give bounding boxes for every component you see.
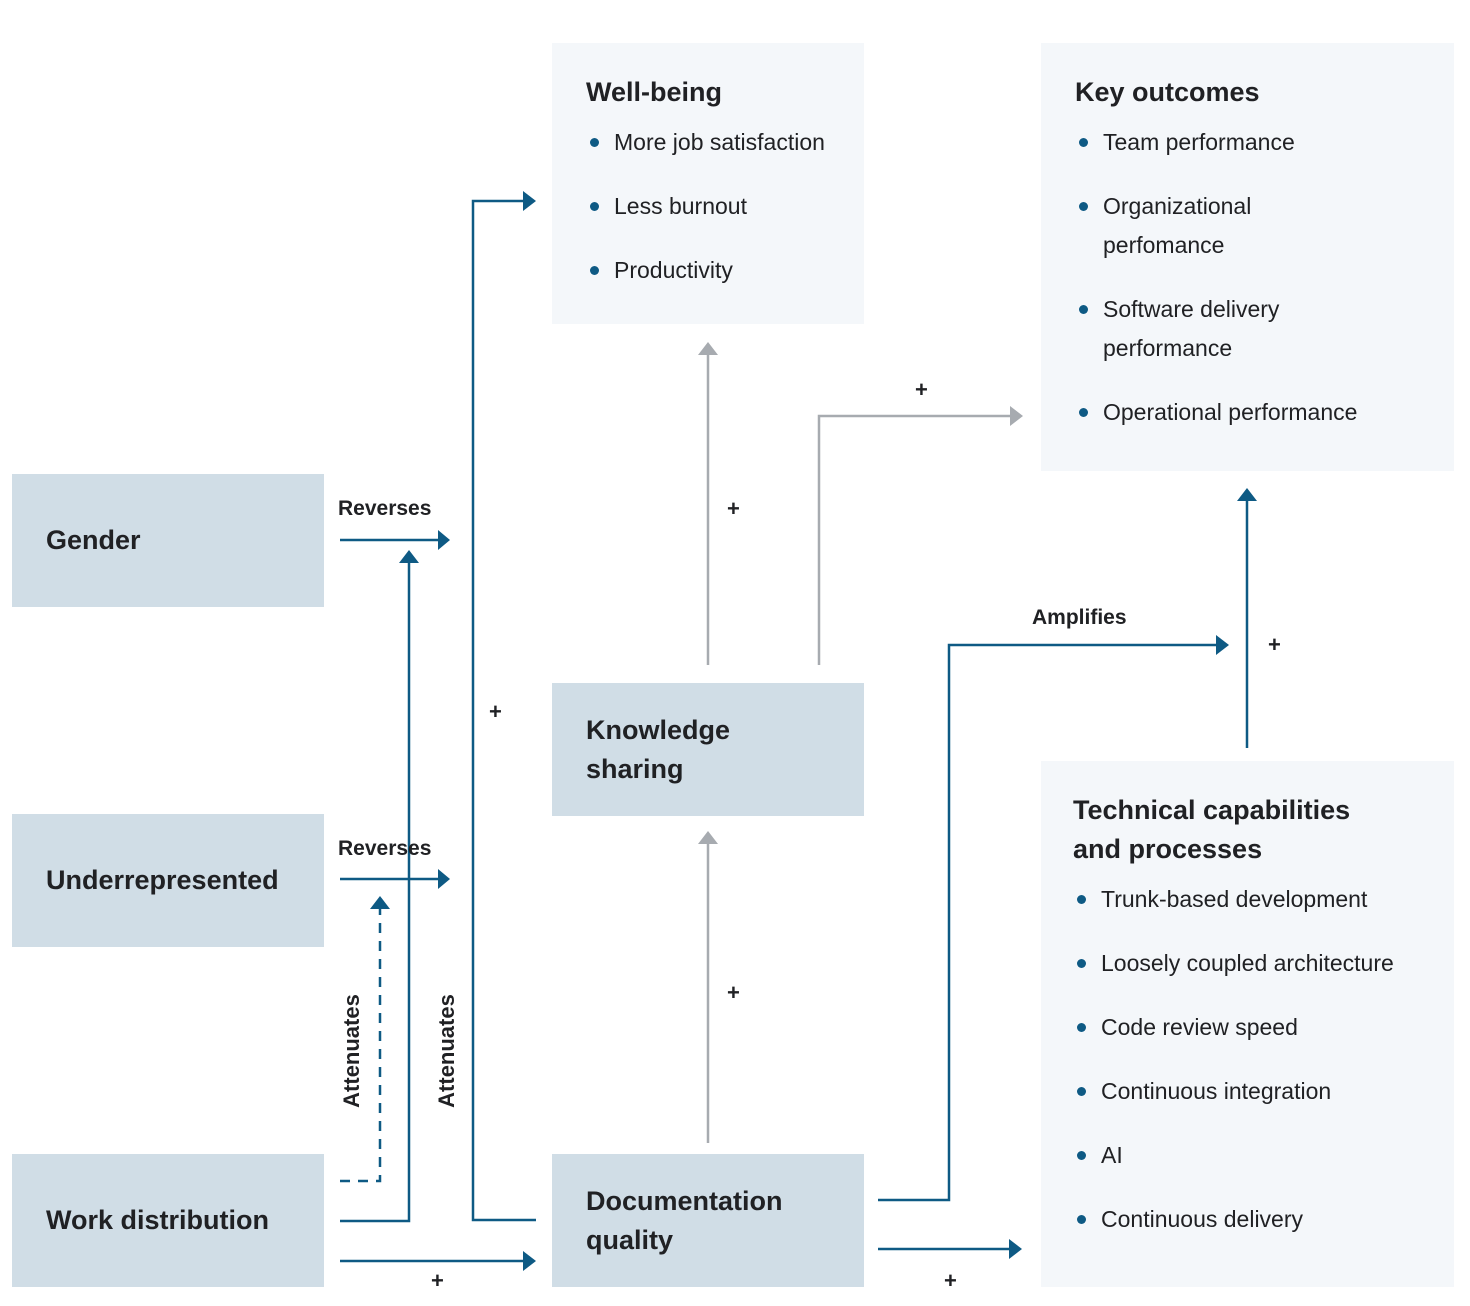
arrowhead [1010,406,1023,426]
technical-item: AI [1073,1136,1448,1175]
knowledge-to-outcomes-edge [817,414,1012,665]
plus-label: + [489,699,502,724]
arrowhead [438,869,450,889]
technical-item: Continuous delivery [1073,1200,1448,1239]
attenuates-label-dashed: Attenuates [339,994,364,1108]
technical-item: Continuous integration [1073,1072,1448,1111]
work-distribution-label: Work distribution [46,1205,269,1235]
gender-node: Gender [12,474,324,607]
technical-box: Technical capabilities and processes Tru… [1041,761,1454,1287]
plus-label: + [431,1268,444,1293]
plus-label: + [944,1268,957,1293]
attenuates-label-solid: Attenuates [434,994,459,1108]
plus-label: + [727,980,740,1005]
arrowhead [1009,1239,1022,1259]
arrowhead [1216,635,1229,655]
work-distribution-attenuates-edge [340,560,411,1223]
key-outcomes-box: Key outcomes Team performance Organizati… [1041,43,1454,471]
key-outcomes-title: Key outcomes [1075,77,1260,107]
key-outcomes-item: Operational performance [1075,393,1394,432]
plus-label: + [1268,632,1281,657]
doc-amplifies-edge [878,643,1218,1202]
arrowhead [523,191,536,211]
technical-title: Technical capabilities and processes [1073,795,1351,864]
arrowhead [438,530,450,550]
key-outcomes-item: Organizational perfomance [1075,187,1283,265]
gender-label: Gender [46,525,141,555]
wellbeing-title: Well-being [586,77,723,107]
technical-item: Loosely coupled architecture [1073,944,1448,983]
wellbeing-item: Productivity [586,251,858,290]
documentation-quality-node: Documentation quality [552,1154,864,1287]
reverses-label-underrepresented: Reverses [338,837,432,860]
underrepresented-label: Underrepresented [46,865,279,895]
arrowhead [698,342,718,355]
arrowhead [1237,488,1257,501]
documentation-quality-label: Documentation quality [586,1186,783,1255]
amplifies-label: Amplifies [1032,606,1127,629]
work-distribution-attenuates-dashed-edge [340,907,382,1183]
plus-label: + [727,496,740,521]
wellbeing-box: Well-being More job satisfaction Less bu… [552,43,864,324]
arrowhead [523,1251,536,1271]
arrowhead [370,896,390,909]
wellbeing-list: More job satisfaction Less burnout Produ… [586,123,858,290]
technical-list: Trunk-based development Loosely coupled … [1073,880,1448,1239]
doc-to-wellbeing-edge [471,199,536,1222]
arrowhead [399,550,419,563]
wellbeing-item: More job satisfaction [586,123,858,162]
wellbeing-item: Less burnout [586,187,858,226]
key-outcomes-item: Software delivery performance [1075,290,1313,368]
knowledge-sharing-node: Knowledge sharing [552,683,864,816]
technical-item: Trunk-based development [1073,880,1448,919]
key-outcomes-list: Team performance Organizational perfoman… [1075,123,1394,432]
key-outcomes-item: Team performance [1075,123,1394,162]
plus-label: + [915,377,928,402]
underrepresented-node: Underrepresented [12,814,324,947]
knowledge-sharing-label: Knowledge sharing [586,715,731,784]
work-distribution-node: Work distribution [12,1154,324,1287]
arrowhead [698,831,718,844]
reverses-label-gender: Reverses [338,497,432,520]
technical-item: Code review speed [1073,1008,1448,1047]
